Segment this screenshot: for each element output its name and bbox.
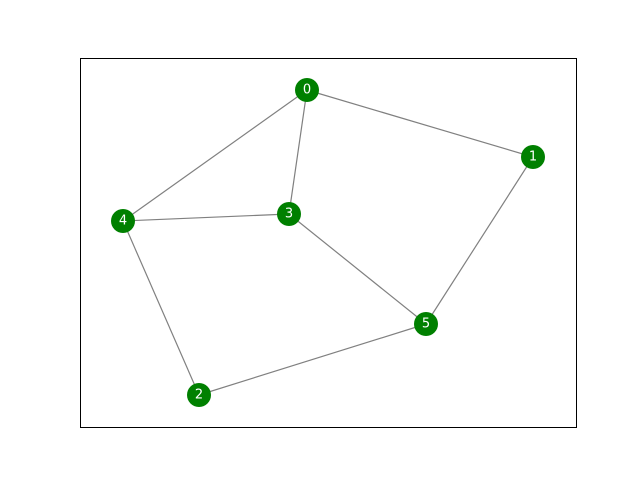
node-1: 1 — [521, 145, 545, 169]
plot-frame — [80, 58, 577, 428]
node-layer: 0 1 2 3 4 5 — [111, 78, 545, 407]
node-5: 5 — [414, 312, 438, 336]
node-circle-2 — [187, 383, 211, 407]
edge-2-5 — [198, 323, 427, 396]
node-label-4: 4 — [119, 214, 127, 229]
node-label-0: 0 — [303, 83, 311, 98]
edge-3-4 — [122, 213, 290, 222]
node-label-5: 5 — [422, 317, 430, 332]
edge-0-3 — [288, 89, 308, 215]
edge-0-4 — [122, 89, 308, 222]
node-circle-0 — [295, 78, 319, 102]
node-circle-1 — [521, 145, 545, 169]
edge-layer — [122, 89, 534, 396]
edge-4-2 — [122, 220, 200, 396]
edge-1-5 — [425, 156, 534, 325]
edge-0-1 — [306, 89, 534, 158]
edge-3-5 — [288, 213, 427, 325]
node-circle-3 — [277, 202, 301, 226]
node-label-3: 3 — [285, 207, 293, 222]
node-label-2: 2 — [195, 388, 203, 403]
node-2: 2 — [187, 383, 211, 407]
node-label-1: 1 — [529, 150, 537, 165]
node-circle-4 — [111, 209, 135, 233]
node-3: 3 — [277, 202, 301, 226]
node-circle-5 — [414, 312, 438, 336]
node-0: 0 — [295, 78, 319, 102]
node-4: 4 — [111, 209, 135, 233]
